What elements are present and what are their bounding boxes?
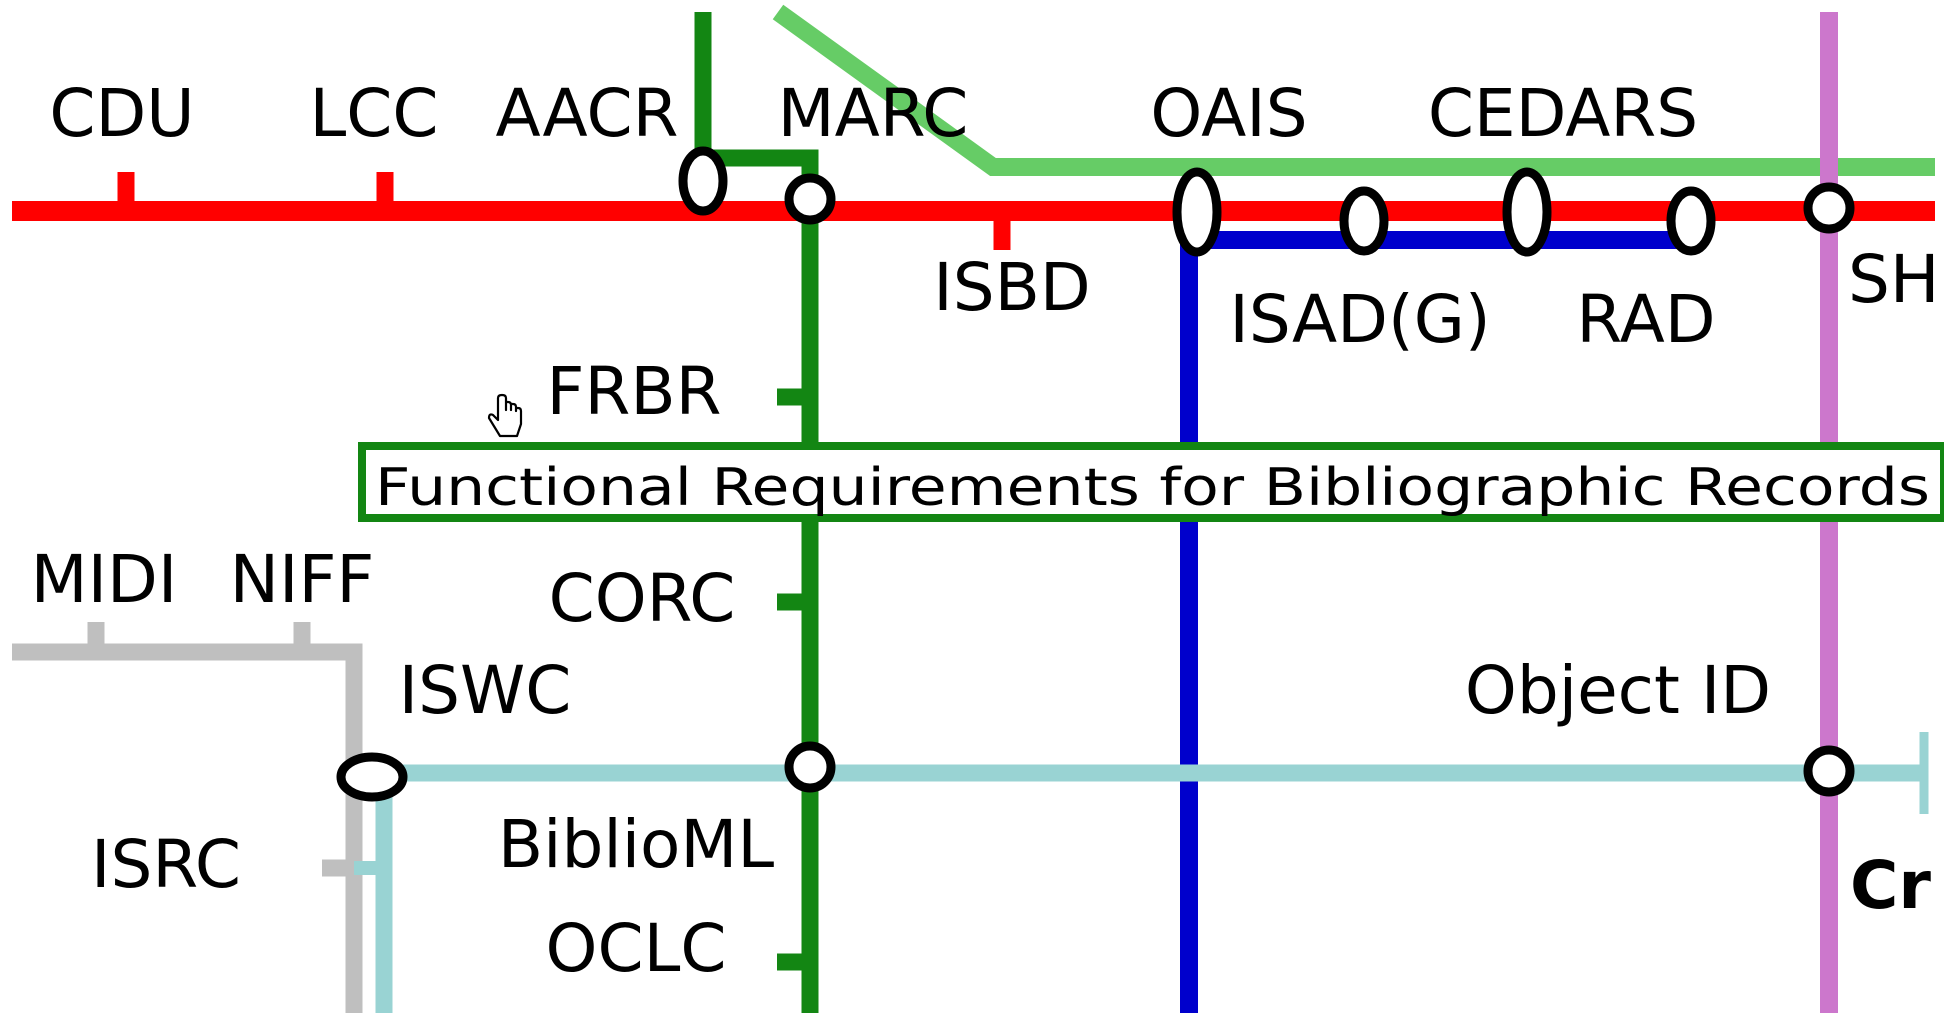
station-label-iswc[interactable]: ISWC xyxy=(399,652,572,729)
station-label-niff[interactable]: NIFF xyxy=(230,541,375,618)
light-green-line xyxy=(772,4,1935,176)
iswc-interchange-node[interactable] xyxy=(336,752,408,802)
station-label-corc[interactable]: CORC xyxy=(549,560,736,637)
station-label-oclc[interactable]: OCLC xyxy=(546,910,727,987)
station-label-cdu[interactable]: CDU xyxy=(49,75,194,152)
dark-green-line xyxy=(694,12,819,1013)
marc-interchange-node[interactable] xyxy=(784,173,836,225)
station-label-marc[interactable]: MARC xyxy=(778,75,969,152)
object-id-interchange-node[interactable] xyxy=(1803,745,1855,797)
rad-interchange-node[interactable] xyxy=(1666,186,1716,256)
gray-line xyxy=(12,643,363,1013)
station-label-aacr[interactable]: AACR xyxy=(496,75,679,152)
oais-interchange-node[interactable] xyxy=(1172,167,1222,257)
station-label-midi[interactable]: MIDI xyxy=(31,541,178,618)
station-label-isad-g[interactable]: ISAD(G) xyxy=(1229,281,1490,358)
station-label-cr[interactable]: Cr xyxy=(1850,847,1931,924)
biblioml-interchange-node[interactable] xyxy=(784,741,836,793)
isad-g-interchange-node[interactable] xyxy=(1339,186,1389,256)
station-label-isbd[interactable]: ISBD xyxy=(933,249,1090,326)
station-label-isrc[interactable]: ISRC xyxy=(91,826,241,903)
station-label-rad[interactable]: RAD xyxy=(1576,281,1715,358)
station-label-sh[interactable]: SH xyxy=(1848,241,1940,318)
station-label-biblioml[interactable]: BiblioML xyxy=(498,806,775,883)
aacr-interchange-node[interactable] xyxy=(678,146,728,216)
station-label-oais[interactable]: OAIS xyxy=(1150,75,1307,152)
station-label-lcc[interactable]: LCC xyxy=(310,75,439,152)
tooltip: Functional Requirements for Bibliographi… xyxy=(358,442,1944,522)
tooltip-text: Functional Requirements for Bibliographi… xyxy=(375,458,1930,518)
station-label-object-id[interactable]: Object ID xyxy=(1465,652,1771,729)
station-label-cedars[interactable]: CEDARS xyxy=(1428,75,1698,152)
cedars-interchange-node[interactable] xyxy=(1502,167,1552,257)
tooltip-box xyxy=(358,442,1944,522)
station-label-frbr[interactable]: FRBR xyxy=(547,353,722,430)
sh-interchange-node[interactable] xyxy=(1803,182,1855,234)
hand-pointer-icon xyxy=(487,393,523,438)
